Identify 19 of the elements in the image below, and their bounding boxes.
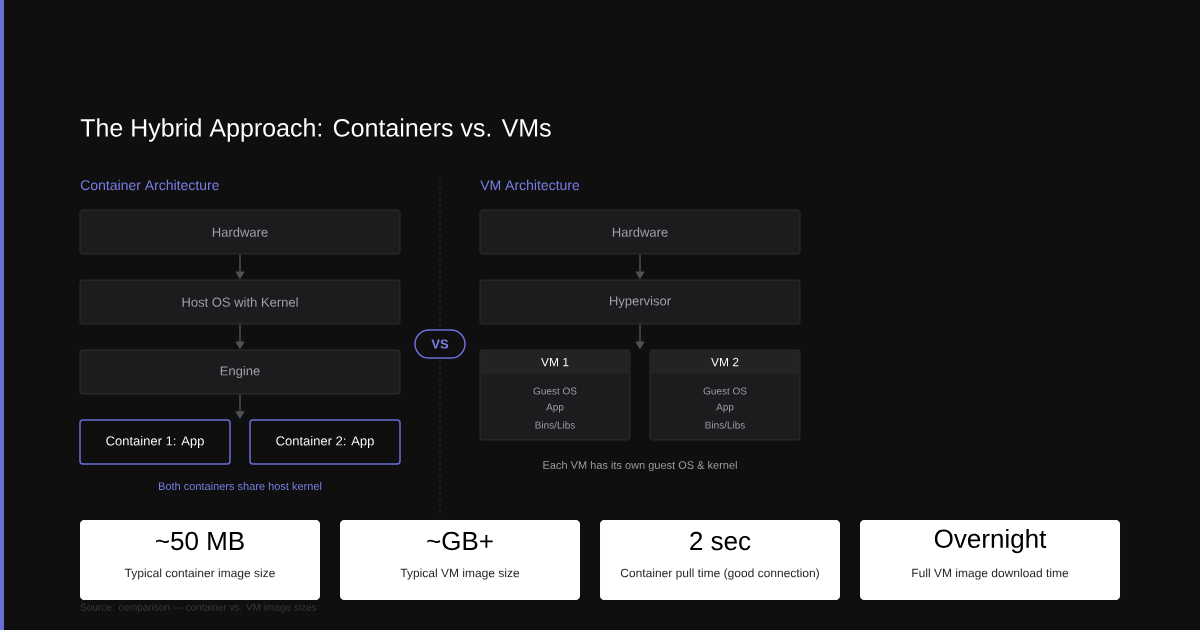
stat-card: ~GB+ Typical VM image size (340, 520, 580, 600)
note: Each VM has its own guest OS & kernel (543, 460, 737, 472)
vm-box: VM 2 Guest OS App Bins/Libs (649, 349, 801, 441)
stat-card: ~50 MB Typical container image size (80, 520, 320, 600)
layer-box: Hypervisor (479, 279, 801, 325)
layer-box: Engine (79, 349, 401, 395)
stat-card: 2 sec Container pull time (good connection) (600, 520, 840, 600)
layer-box: Hardware (79, 209, 401, 255)
title: The Hybrid Approach: Containers vs. VMs (80, 118, 551, 142)
section-heading: VM Architecture (480, 179, 580, 191)
container-box: Container 2: App (249, 419, 401, 465)
stat-card: Overnight Full VM image download time (860, 520, 1120, 600)
container-box: Container 1: App (79, 419, 231, 465)
layer-box: Hardware (479, 209, 801, 255)
layer-box: Host OS with Kernel (79, 279, 401, 325)
vm-box: VM 1 Guest OS App Bins/Libs (479, 349, 631, 441)
vs-badge: VS (414, 329, 466, 359)
note: Both containers share host kernel (159, 481, 322, 491)
section-heading: Container Architecture (80, 179, 219, 191)
